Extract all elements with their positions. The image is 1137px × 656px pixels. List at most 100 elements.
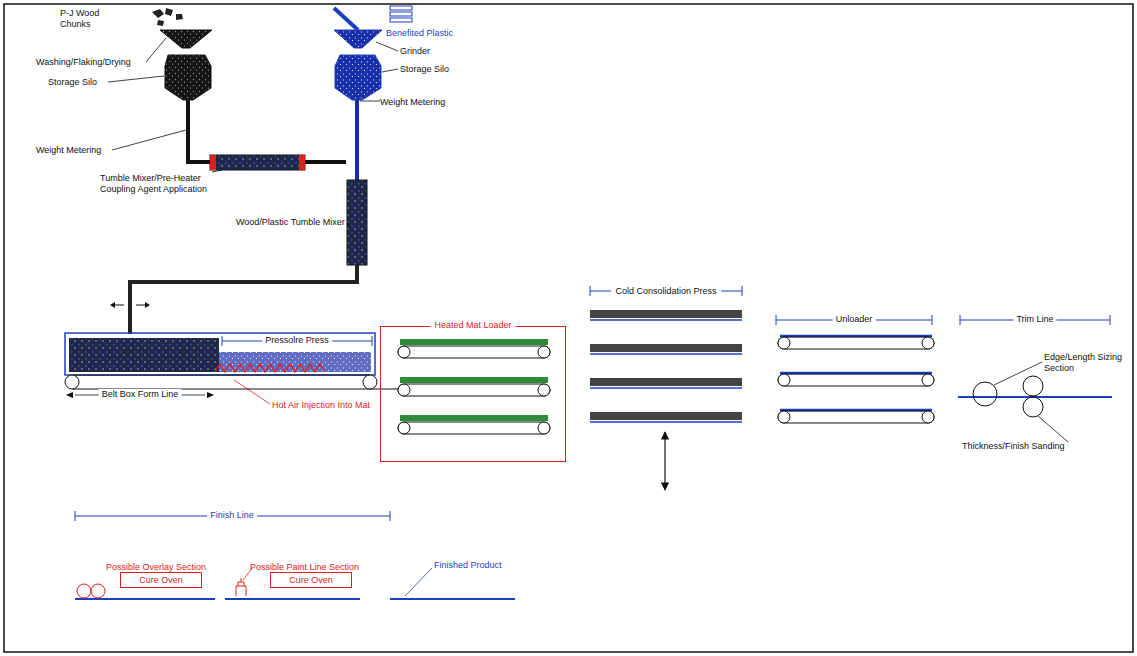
leader-lines — [405, 568, 432, 596]
wood-feed — [188, 100, 210, 162]
plastic-feed — [335, 55, 381, 100]
unloader-conveyors — [776, 315, 932, 325]
unloader-conveyors — [778, 337, 790, 349]
heated-mat-loader-conveyors — [398, 346, 550, 358]
plastic-feed — [110, 6, 412, 334]
box-heading: Heated Mat Loader — [430, 320, 515, 331]
belt-box-form-line — [219, 352, 371, 372]
leader-lines — [376, 42, 398, 51]
process-label: Storage Silo — [48, 77, 97, 88]
process-label: Edge/Length Sizing Section — [1044, 352, 1128, 374]
belt-box-form-line — [65, 333, 375, 375]
heated-mat-loader-conveyors — [400, 339, 548, 345]
heated-mat-loader-conveyors — [398, 346, 410, 358]
heated-mat-loader-conveyors — [398, 384, 550, 396]
heated-mat-loader-conveyors — [398, 384, 410, 396]
leader-lines — [1038, 416, 1068, 442]
finish-line — [75, 511, 390, 521]
belt-box-form-line — [215, 364, 325, 372]
plastic-feed — [355, 100, 359, 180]
wood-feed — [305, 160, 346, 164]
leader-lines — [108, 38, 1068, 596]
plastic-feed — [130, 265, 357, 334]
unloader-conveyors — [776, 315, 934, 423]
wood-feed — [152, 8, 346, 170]
wood-feed — [210, 155, 216, 170]
wood-feed — [165, 55, 211, 100]
finish-line — [236, 578, 246, 596]
belt-box-form-line — [363, 375, 377, 389]
cold-consolidation-press — [590, 378, 742, 386]
process-label: Washing/Flaking/Drying — [36, 57, 131, 68]
cold-consolidation-press — [590, 310, 742, 318]
finish-line — [91, 584, 105, 598]
unloader-conveyors — [922, 337, 934, 349]
leader-lines — [146, 38, 166, 62]
wood-feed — [152, 8, 183, 26]
plastic-feed — [110, 302, 150, 308]
process-label: Finish Line — [207, 510, 257, 521]
plastic-feed — [390, 12, 412, 16]
process-label: Hot Air Injection Into Mat — [272, 400, 370, 411]
plastic-feed — [390, 18, 412, 22]
belt-box-form-line — [222, 336, 372, 346]
cold-consolidation-press — [590, 412, 742, 420]
unloader-conveyors — [922, 374, 934, 386]
process-label: Pressolre Press — [262, 335, 332, 346]
cold-consolidation-press — [590, 353, 742, 355]
heated-mat-loader-conveyors — [398, 422, 410, 434]
plastic-feed — [390, 6, 412, 10]
cure-oven-box: Cure Oven — [270, 572, 352, 588]
heated-mat-loader-conveyors — [400, 415, 548, 421]
process-label: Finished Product — [434, 560, 502, 571]
unloader-conveyors — [778, 374, 790, 386]
process-label: Grinder — [400, 46, 430, 57]
plastic-feed — [347, 180, 367, 265]
finish-line — [75, 511, 515, 599]
trim-line — [960, 315, 1110, 325]
cold-consolidation-press — [590, 319, 742, 321]
box-label: Cure Oven — [139, 575, 183, 586]
unloader-conveyors — [778, 411, 790, 423]
plastic-feed — [112, 304, 148, 305]
trim-line — [973, 382, 997, 406]
leader-lines — [382, 69, 398, 72]
cold-consolidation-press — [590, 344, 742, 352]
process-label: P-J Wood Chunks — [60, 8, 108, 30]
cold-consolidation-press — [590, 421, 742, 423]
wood-feed — [299, 155, 305, 170]
belt-box-form-line — [69, 338, 219, 372]
leader-lines — [112, 130, 186, 150]
wood-feed — [210, 155, 305, 170]
belt-box-form-line — [72, 375, 398, 389]
process-label: Benefited Plastic — [386, 28, 453, 39]
process-label: Storage Silo — [400, 64, 449, 75]
trim-line — [1023, 397, 1043, 417]
cold-consolidation-press — [590, 286, 742, 296]
page-frame — [4, 4, 1133, 652]
process-label: Tumble Mixer/Pre-Heater Coupling Agent A… — [100, 173, 218, 195]
cold-consolidation-press — [590, 387, 742, 389]
unloader-conveyors — [778, 337, 934, 349]
finish-line — [75, 598, 515, 600]
heated-mat-loader-conveyors — [538, 422, 550, 434]
heated-mat-loader-conveyors — [400, 377, 548, 383]
leader-lines — [212, 170, 222, 172]
wood-feed — [160, 30, 212, 48]
trim-line — [958, 315, 1112, 417]
trim-line — [1023, 376, 1043, 396]
heated-mat-loader-conveyors — [398, 339, 550, 434]
process-label: Cold Consolidation Press — [611, 286, 721, 297]
unloader-conveyors — [922, 411, 934, 423]
process-label: Trim Line — [1013, 314, 1056, 325]
process-label: Weight Metering — [36, 145, 101, 156]
mat-loader-box: Heated Mat Loader — [380, 326, 566, 462]
cold-consolidation-press — [664, 432, 665, 490]
cure-oven-box: Cure Oven — [120, 572, 202, 588]
unloader-conveyors — [778, 374, 934, 386]
process-label: Wood/Plastic Tumble Mixer — [236, 217, 345, 228]
box-label: Cure Oven — [289, 575, 333, 586]
cold-consolidation-press — [590, 286, 742, 490]
